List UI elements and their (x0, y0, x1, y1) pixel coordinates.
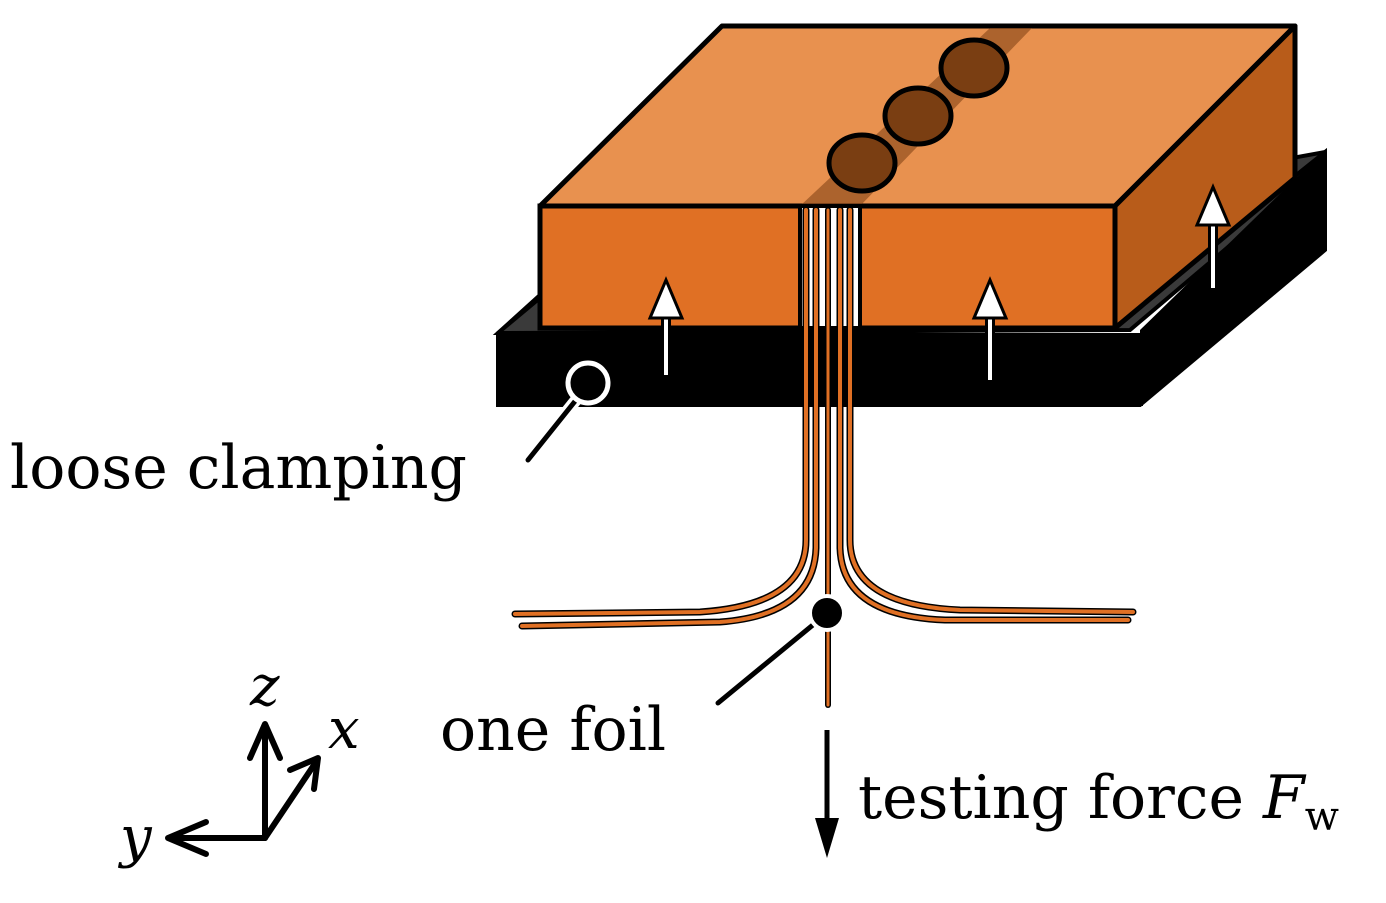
loose-clamping-callout (522, 360, 611, 466)
x-axis (262, 759, 319, 841)
coordinate-axes (165, 721, 321, 857)
weld-spot-1 (826, 132, 898, 194)
up-arrow-3 (1194, 183, 1232, 288)
one-foil-callout (715, 594, 846, 706)
one-foil-label: one foil (440, 695, 666, 765)
up-arrow-2 (971, 276, 1009, 380)
foil-stack (511, 206, 1137, 708)
weld-spot-3 (938, 37, 1010, 99)
weld-spots (826, 37, 1010, 194)
force-subscript: w (1305, 794, 1339, 840)
clamp-force-arrows (647, 183, 1232, 380)
z-axis-label: z (249, 654, 280, 719)
base-plate-side (1140, 150, 1325, 405)
weld-spot-2 (882, 85, 954, 147)
x-axis-label: x (328, 697, 360, 762)
testing-force-text: testing force (858, 763, 1244, 833)
up-arrow-1 (647, 276, 685, 375)
testing-force-arrow (815, 730, 839, 858)
force-symbol: F (1262, 763, 1307, 833)
loose-clamping-label: loose clamping (10, 433, 467, 503)
testing-force-label: testing force Fw (858, 763, 1339, 840)
y-axis-label: y (117, 805, 153, 870)
